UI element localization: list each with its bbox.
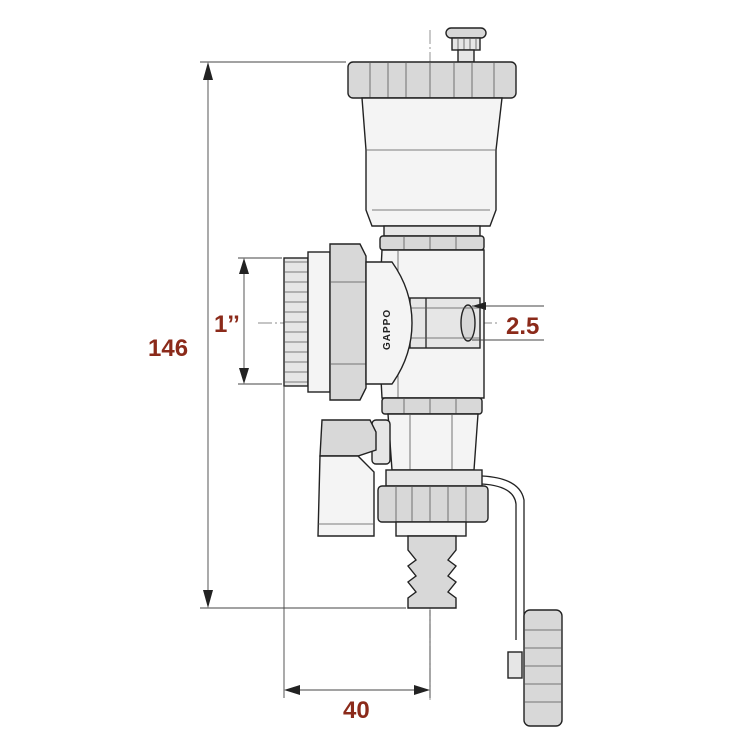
brand-label: GAPPO <box>382 309 393 350</box>
dimension-orifice <box>472 302 544 341</box>
float-chamber <box>361 97 503 251</box>
lower-valve-section <box>371 397 483 471</box>
drain-cap-strap <box>481 475 563 727</box>
dimension-orifice-label: 2.5 <box>506 313 539 340</box>
dimension-thread <box>238 257 282 385</box>
dimension-offset <box>283 386 431 698</box>
dimension-height <box>200 61 406 609</box>
dimension-height-label: 146 <box>148 335 188 362</box>
side-thread-connection <box>283 243 413 401</box>
dimension-offset-label: 40 <box>343 697 370 724</box>
air-vent-cap <box>347 27 517 99</box>
dimension-thread-label: 1’’ <box>214 311 240 338</box>
hose-union <box>377 469 489 609</box>
valve-lever-handle <box>317 419 377 537</box>
